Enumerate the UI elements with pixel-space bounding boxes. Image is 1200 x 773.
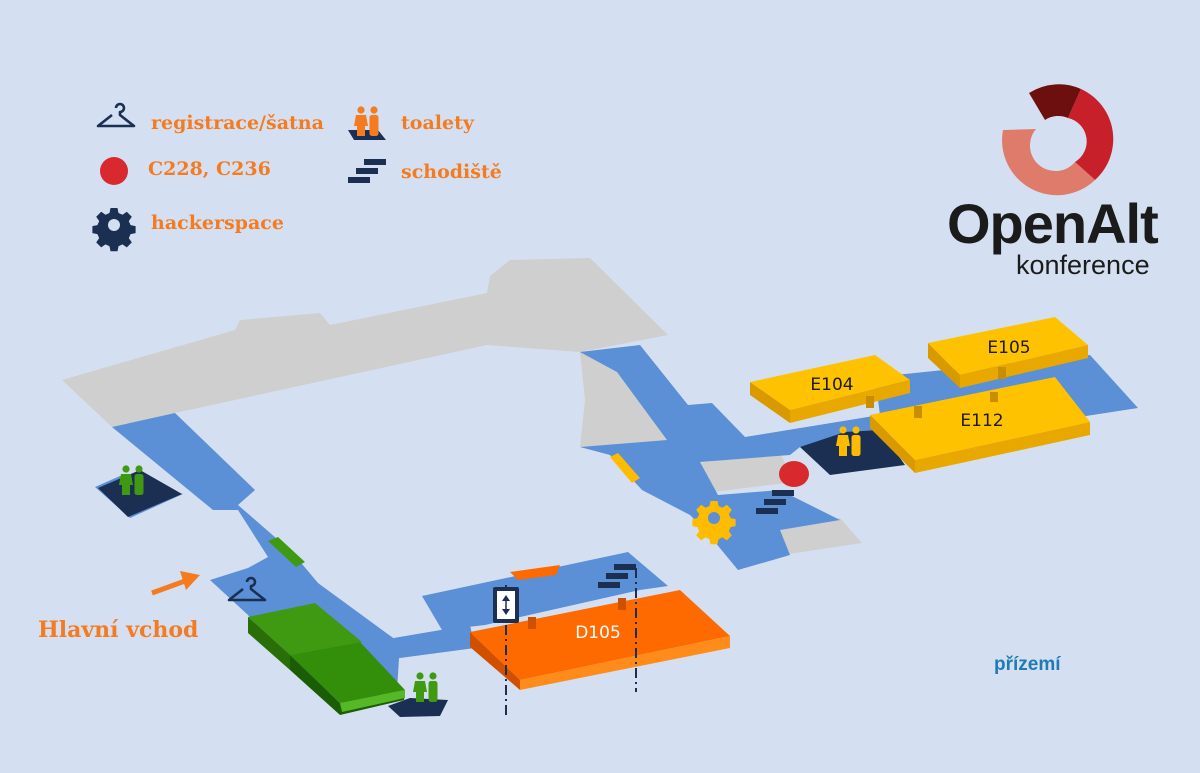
logo-subtitle: konference [1016,250,1150,280]
gear-hole [108,219,120,231]
room-label-e112: E112 [960,411,1003,431]
arrow-icon [151,571,200,596]
room-label-e104: E104 [810,375,853,395]
logo-title: OpenAlt [947,192,1159,255]
main-entrance-label: Hlavní vchod [38,617,199,643]
hanger-icon [96,102,136,128]
inaccessible-areas [62,258,862,555]
green-rooms [248,537,405,715]
elevator-icon [493,587,519,623]
red-dot-icon [779,461,809,487]
legend-label-hackerspace: hackerspace [151,212,284,234]
legend-label-cloakroom: registrace/šatna [151,112,324,134]
openalt-logo-icon [1002,84,1114,196]
legend-label-toilets: toalety [401,112,474,134]
gear-hole [708,512,720,524]
room-label-d105: D105 [575,623,621,643]
floor-label: přízemí [994,654,1061,675]
stairs-icon [348,159,386,183]
legend-label-red-rooms: C228, C236 [148,158,271,180]
legend-label-stairs: schodiště [401,161,502,183]
yellow-rooms [610,317,1090,483]
orange-rooms [470,565,730,690]
red-dot-icon [100,157,128,185]
toilet-floor [348,130,386,140]
toilets-icon [413,672,438,702]
room-label-e105: E105 [987,338,1030,358]
